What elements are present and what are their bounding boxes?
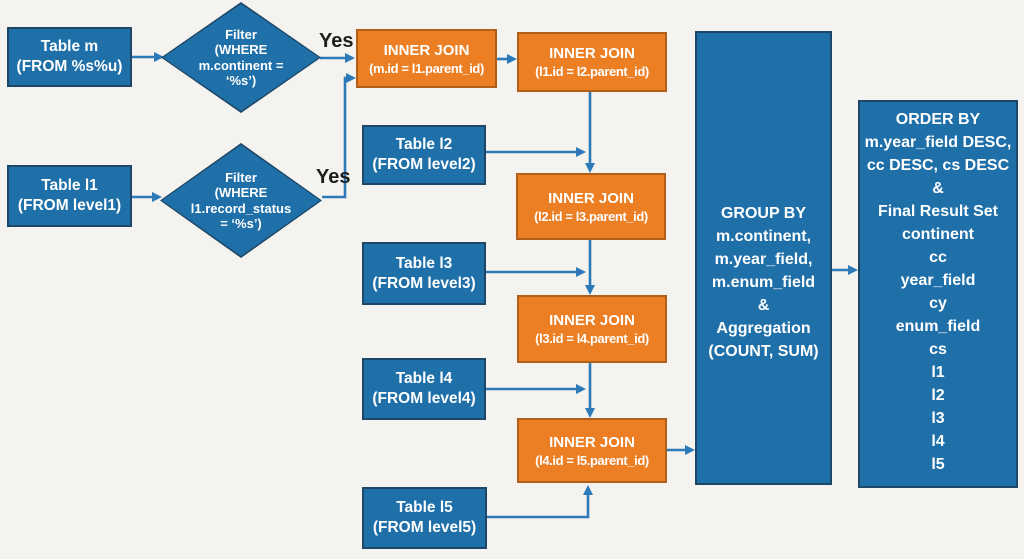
node-inner-join-l2-l3: INNER JOIN (l2.id = l3.parent_id): [516, 173, 666, 240]
node-table-m-subtitle: (FROM %s%u): [16, 58, 123, 75]
node-table-l5: Table l5 (FROM level5): [362, 487, 487, 549]
node-table-l3-title: Table l3: [395, 254, 453, 272]
node-table-l2: Table l2 (FROM level2): [362, 125, 486, 185]
order-by-line: enum_field: [895, 318, 981, 335]
order-by-line: cc: [929, 249, 947, 266]
order-by-text: ORDER BY m.year_field DESC, cc DESC, cs …: [865, 102, 1012, 476]
order-by-line: l5: [931, 456, 945, 473]
join-l4-l5-title: INNER JOIN: [549, 433, 635, 451]
node-group-by: GROUP BY m.continent, m.year_field, m.en…: [695, 31, 832, 485]
group-by-line: m.enum_field: [711, 273, 816, 291]
node-table-l5-title: Table l5: [396, 499, 453, 516]
group-by-line: m.continent,: [715, 227, 812, 245]
order-by-line: ORDER BY: [895, 111, 981, 128]
order-by-line: &: [932, 180, 944, 197]
node-table-l2-subtitle: (FROM level2): [372, 156, 476, 173]
group-by-text: GROUP BY m.continent, m.year_field, m.en…: [708, 202, 818, 363]
order-by-line: l1: [931, 364, 945, 381]
join-l2-l3-condition: (l2.id = l3.parent_id): [534, 208, 648, 224]
node-inner-join-l3-l4: INNER JOIN (l3.id = l4.parent_id): [517, 295, 667, 363]
filter-record-status-line1: Filter: [225, 169, 257, 185]
connector-table-l5-up-to-join5: [487, 485, 593, 519]
yes-label-filter-continent: Yes: [319, 30, 354, 52]
order-by-line: year_field: [900, 272, 976, 289]
node-table-l2-title: Table l2: [395, 136, 453, 153]
node-order-by: ORDER BY m.year_field DESC, cc DESC, cs …: [858, 100, 1018, 488]
join-m-l1-title: INNER JOIN: [383, 41, 470, 59]
filter-record-status-line2: (WHERE: [214, 185, 268, 200]
join-l4-l5-condition: (l4.id = l5.parent_id): [535, 452, 649, 468]
order-by-line: m.year_field DESC,: [864, 134, 1012, 151]
node-table-l1: Table l1 (FROM level1): [7, 165, 132, 227]
node-table-l3: Table l3 (FROM level3): [362, 242, 486, 305]
order-by-line: cs: [929, 341, 947, 358]
node-table-l4: Table l4 (FROM level4): [362, 358, 486, 420]
node-table-l1-title: Table l1: [41, 177, 98, 194]
group-by-line: GROUP BY: [720, 204, 807, 222]
join-m-l1-condition: (m.id = l1.parent_id): [369, 60, 484, 76]
join-l1-l2-condition: (l1.id = l2.parent_id): [535, 64, 649, 79]
group-by-line: Aggregation: [716, 319, 811, 337]
node-filter-continent: Filter (WHERE m.continent = ‘%s’): [161, 2, 321, 113]
join-l3-l4-condition: (l3.id = l4.parent_id): [535, 331, 649, 346]
filter-continent-line2: (WHERE: [214, 42, 268, 57]
node-table-l4-title: Table l4: [395, 370, 453, 387]
filter-record-status-line4: = ‘%s’): [220, 216, 262, 231]
node-filter-continent-text: Filter (WHERE m.continent = ‘%s’): [161, 2, 321, 113]
node-table-l5-subtitle: (FROM level5): [372, 519, 477, 536]
node-table-l4-subtitle: (FROM level4): [372, 390, 476, 407]
group-by-line: &: [757, 296, 770, 314]
filter-continent-line4: ‘%s’): [225, 73, 257, 88]
node-filter-record-status-text: Filter (WHERE l1.record_status = ‘%s’): [160, 143, 322, 258]
join-l3-l4-title: INNER JOIN: [549, 312, 635, 329]
order-by-line: l4: [931, 433, 945, 450]
order-by-line: Final Result Set: [877, 203, 998, 220]
node-table-m: Table m (FROM %s%u): [7, 27, 132, 87]
node-inner-join-l4-l5: INNER JOIN (l4.id = l5.parent_id): [517, 418, 667, 483]
yes-label-filter-record-status: Yes: [316, 166, 351, 188]
join-l2-l3-title: INNER JOIN: [548, 189, 634, 207]
node-inner-join-m-l1: INNER JOIN (m.id = l1.parent_id): [356, 29, 497, 88]
order-by-line: cy: [929, 295, 947, 312]
node-table-l3-subtitle: (FROM level3): [372, 274, 476, 292]
group-by-line: (COUNT, SUM): [708, 342, 819, 360]
node-table-m-title: Table m: [40, 38, 99, 55]
filter-record-status-line3: l1.record_status: [190, 200, 292, 216]
filter-continent-line1: Filter: [225, 26, 257, 42]
order-by-line: continent: [901, 226, 974, 243]
order-by-line: cc DESC, cs DESC: [866, 157, 1010, 174]
order-by-line: l2: [931, 387, 945, 404]
group-by-line: m.year_field,: [714, 250, 813, 268]
filter-continent-line3: m.continent =: [198, 57, 284, 73]
join-l1-l2-title: INNER JOIN: [549, 45, 635, 62]
order-by-line: l3: [931, 410, 945, 427]
node-table-l1-subtitle: (FROM level1): [17, 197, 122, 214]
node-inner-join-l1-l2: INNER JOIN (l1.id = l2.parent_id): [517, 32, 667, 92]
node-filter-record-status: Filter (WHERE l1.record_status = ‘%s’): [160, 143, 322, 258]
